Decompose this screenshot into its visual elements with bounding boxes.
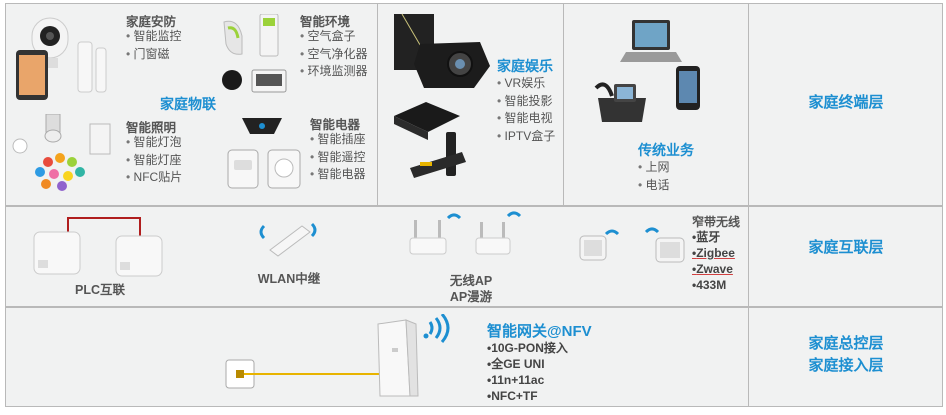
traditional-items: 上网 电话 [638, 159, 670, 194]
entertainment-title: 家庭娱乐 [497, 58, 553, 74]
appliance-items: 智能插座 智能遥控 智能电器 [310, 131, 366, 184]
security-title: 家庭安防 [126, 15, 177, 29]
terminal-layer-label: 家庭终端层 [808, 94, 884, 111]
list-item: VR娱乐 [497, 75, 555, 93]
control-layer-label: 家庭总控层 [808, 335, 884, 352]
list-item: 智能灯泡 [126, 134, 182, 152]
narrowband-devices-icon [579, 227, 685, 263]
list-item: 433M [692, 277, 735, 293]
lighting-items: 智能灯泡 智能灯座 NFC贴片 [126, 134, 183, 187]
iot-title: 家庭物联 [160, 96, 216, 112]
list-item: 全GE UNI [487, 356, 568, 372]
list-item: 智能插座 [310, 131, 366, 149]
security-items: 智能监控 门窗磁 [126, 28, 182, 63]
list-item: 智能投影 [497, 93, 555, 111]
control-layer-band [5, 307, 943, 407]
narrowband-items: 蓝牙 Zigbee Zwave 433M [692, 229, 735, 293]
list-item: 电话 [638, 177, 670, 195]
list-item: 蓝牙 [692, 229, 735, 245]
environment-title: 智能环境 [300, 15, 351, 29]
divider-entertainment-traditional [563, 3, 564, 206]
gateway-title: 智能网关@NFV [487, 323, 592, 340]
list-item: 上网 [638, 159, 670, 177]
wlan-label: WLAN中继 [257, 272, 321, 286]
gateway-device-icon [377, 314, 450, 397]
narrowband-title: 窄带无线 [692, 215, 741, 229]
interconnect-layer-label: 家庭互联层 [808, 239, 884, 256]
divider-iot-entertainment [377, 3, 378, 206]
projector-icon [394, 13, 490, 178]
entertainment-items: VR娱乐 智能投影 智能电视 IPTV盒子 [497, 75, 556, 146]
list-item: 门窗磁 [126, 46, 182, 64]
list-item: NFC贴片 [126, 169, 183, 187]
fiber-link-icon [225, 359, 382, 389]
list-item: Zwave [692, 261, 735, 277]
environment-items: 空气盒子 空气净化器 环境监测器 [300, 28, 368, 81]
wireless-ap-icon [409, 211, 522, 255]
smart-light-icon [12, 114, 111, 191]
list-item: 11n+11ac [487, 372, 568, 388]
smart-plug-icon [227, 118, 301, 189]
plc-adapter-icon [33, 217, 163, 277]
plc-label: PLC互联 [74, 283, 125, 297]
divider-label-column [748, 3, 749, 407]
gateway-items: 10G-PON接入 全GE UNI 11n+11ac NFC+TF [487, 340, 568, 404]
list-item: 智能电视 [497, 110, 555, 128]
laptop-phone-icon [594, 20, 700, 122]
list-item: 环境监测器 [300, 63, 368, 81]
traditional-title: 传统业务 [638, 142, 694, 158]
list-item: 空气净化器 [300, 46, 368, 64]
access-layer-label: 家庭接入层 [808, 357, 884, 374]
appliance-title: 智能电器 [310, 118, 361, 132]
ap-roaming-label: AP漫游 [449, 290, 493, 304]
list-item: NFC+TF [487, 388, 568, 404]
ap-label: 无线AP [449, 274, 493, 288]
list-item: 空气盒子 [300, 28, 368, 46]
wlan-repeater-icon [259, 222, 317, 257]
list-item: 智能电器 [310, 166, 366, 184]
lighting-title: 智能照明 [126, 121, 177, 135]
list-item: 10G-PON接入 [487, 340, 568, 356]
air-box-icon [222, 14, 287, 93]
security-camera-icon [16, 17, 107, 100]
list-item: 智能监控 [126, 28, 182, 46]
list-item: Zigbee [692, 245, 735, 261]
list-item: 智能遥控 [310, 149, 366, 167]
list-item: IPTV盒子 [497, 128, 556, 146]
list-item: 智能灯座 [126, 152, 182, 170]
